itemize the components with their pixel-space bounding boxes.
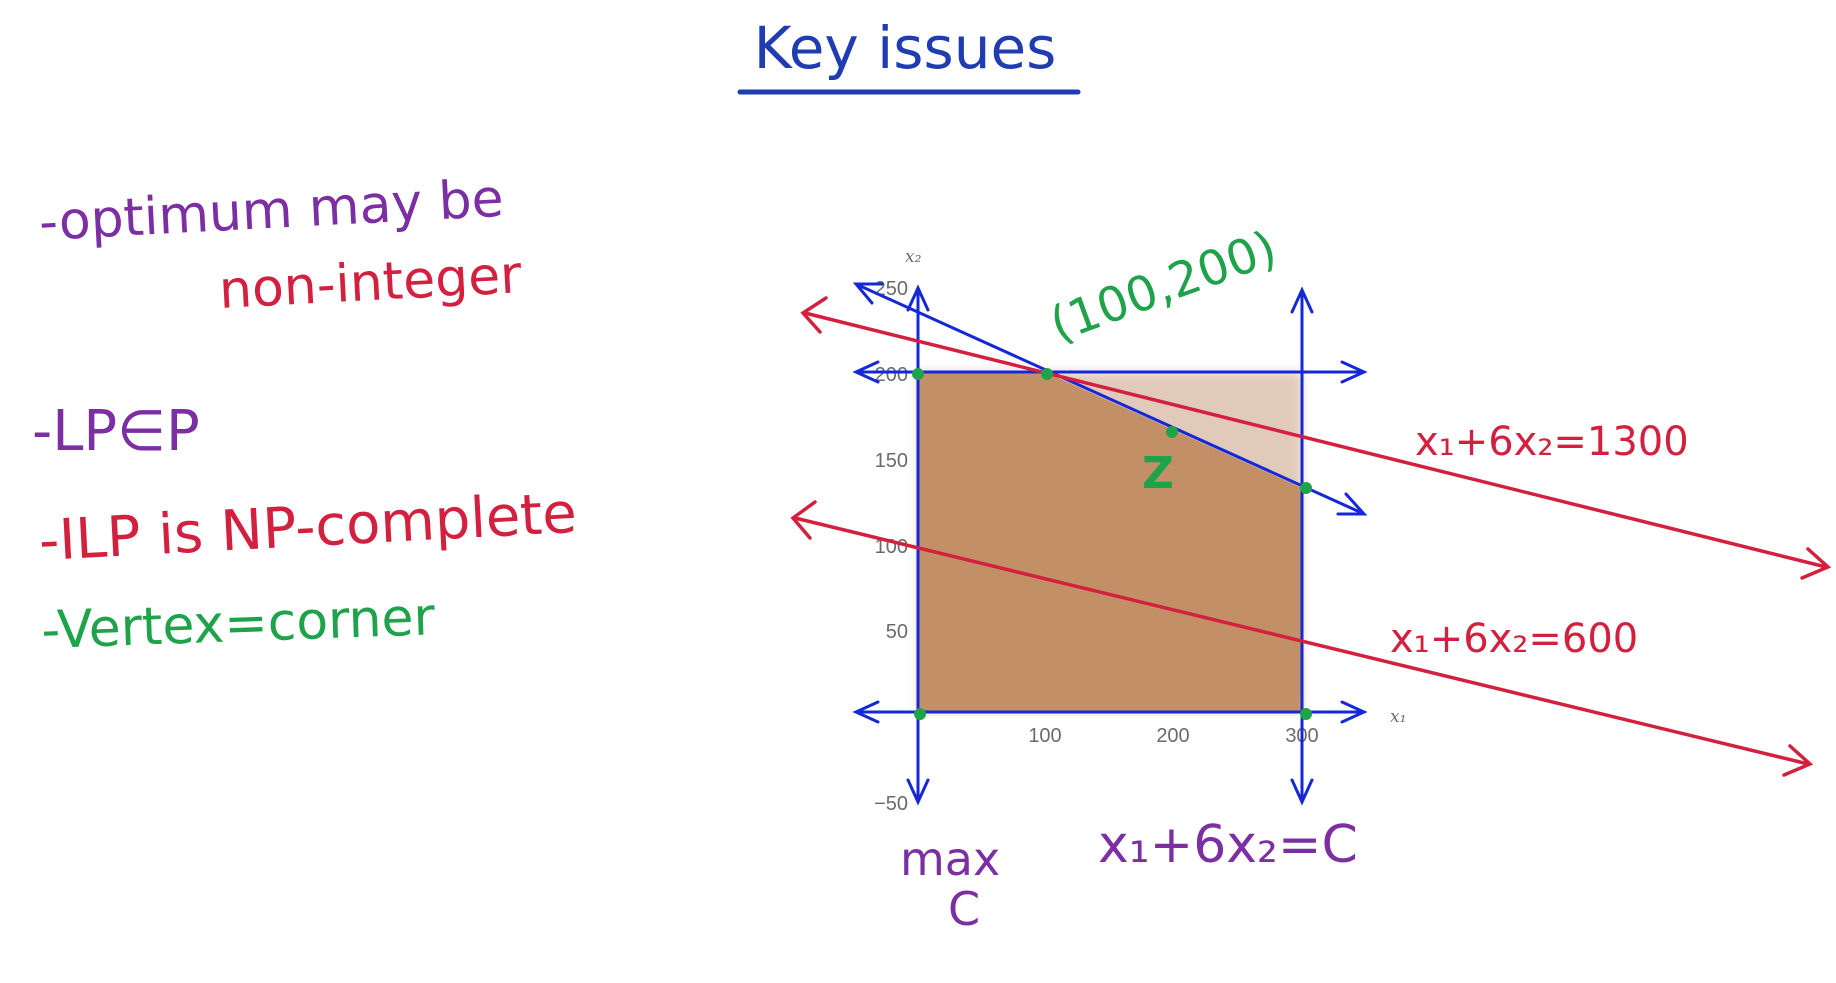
arrowhead-x2-zero-left bbox=[852, 700, 880, 724]
objective-line-1300 bbox=[803, 311, 1828, 569]
y-tick-150: 150 bbox=[875, 450, 908, 472]
vertex-300-0 bbox=[1300, 708, 1312, 720]
objective-lines bbox=[790, 296, 1832, 777]
max-label: max bbox=[900, 832, 1000, 886]
x-axis-name: x₁ bbox=[1390, 707, 1406, 727]
arrowhead-600-right bbox=[1782, 744, 1814, 777]
max-c-label: C bbox=[948, 882, 980, 936]
y-tick-200: 200 bbox=[875, 364, 908, 386]
vertex-z bbox=[1166, 426, 1178, 438]
objective-line-600 bbox=[793, 516, 1810, 766]
arrowhead-x2-200-right bbox=[1340, 360, 1368, 384]
arrowhead-x1-300-top bbox=[1290, 286, 1314, 314]
note-lp-in-p: -LP∈P bbox=[32, 399, 200, 464]
arrowhead-600-left bbox=[790, 500, 817, 540]
note-optimum-line2: non-integer bbox=[218, 245, 524, 321]
arrowhead-x1-zero-bottom bbox=[906, 778, 930, 806]
note-vertex-corner: -Vertex=corner bbox=[40, 587, 436, 661]
vertex-300-150 bbox=[1300, 482, 1312, 494]
z-label: Z bbox=[1142, 448, 1174, 499]
note-ilp-np-complete: -ILP is NP-complete bbox=[37, 481, 578, 574]
corner-label: (100,200) bbox=[1043, 220, 1284, 353]
y-tick-50: 50 bbox=[886, 621, 908, 643]
arrowhead-1300-left bbox=[800, 296, 828, 334]
arrowhead-1300-right bbox=[1800, 547, 1832, 580]
constraint-slanted bbox=[856, 283, 1364, 515]
arrowhead-slanted-end bbox=[1336, 492, 1368, 516]
y-tick-minus-50: −50 bbox=[874, 793, 908, 815]
feasible-region bbox=[918, 372, 1302, 712]
y-axis-name: x₂ bbox=[905, 247, 922, 267]
arrowhead-x2-zero-right bbox=[1340, 700, 1368, 724]
vertex-100-200 bbox=[1041, 368, 1053, 380]
y-tick-100: 100 bbox=[875, 536, 908, 558]
arrowhead-x1-300-bottom bbox=[1290, 778, 1314, 806]
page-title: Key issues bbox=[754, 14, 1057, 82]
arrowhead-x1-zero-top bbox=[906, 284, 930, 312]
x-tick-100: 100 bbox=[1028, 725, 1061, 747]
line-1300-label: x₁+6x₂=1300 bbox=[1415, 419, 1689, 465]
line-600-label: x₁+6x₂=600 bbox=[1390, 616, 1638, 662]
vertex-points bbox=[912, 368, 1312, 720]
vertex-0-0 bbox=[914, 708, 926, 720]
x-tick-200: 200 bbox=[1156, 725, 1189, 747]
note-optimum-line1: -optimum may be bbox=[38, 169, 506, 253]
objective-label: x₁+6x₂=C bbox=[1098, 815, 1358, 875]
y-tick-250: 250 bbox=[875, 278, 908, 300]
arrowhead-slanted-start bbox=[852, 282, 884, 305]
arrowhead-x2-200-left bbox=[852, 360, 880, 384]
vertex-0-200 bbox=[912, 368, 924, 380]
